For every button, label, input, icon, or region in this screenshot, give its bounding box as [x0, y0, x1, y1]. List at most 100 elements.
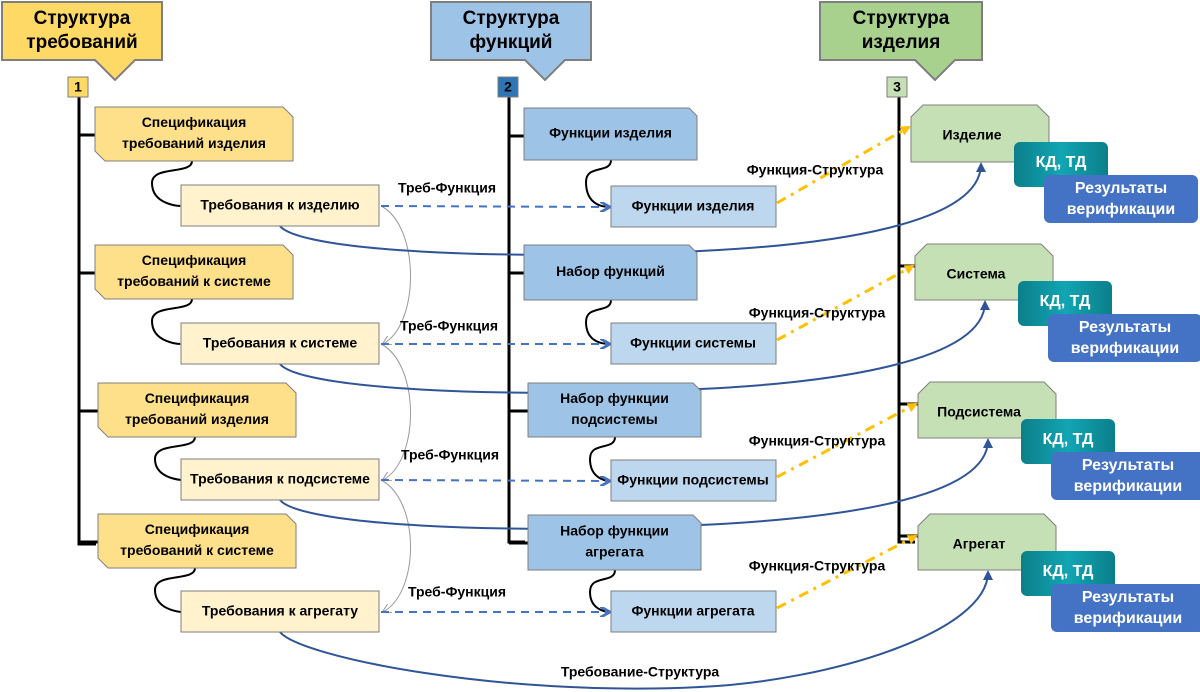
docs-badge-label: КД, ТД [1036, 154, 1087, 171]
func-struct-link [776, 264, 915, 342]
function-group-box[interactable] [523, 244, 698, 301]
req-struct-link [279, 162, 986, 256]
function-group-label: Функции изделия [549, 125, 672, 141]
requirements-spine [77, 97, 96, 546]
requirement-trace-arrow [380, 205, 411, 344]
requirement-box[interactable] [180, 322, 380, 365]
req-func-link-label: Треб-Функция [408, 584, 506, 600]
req-func-link-label: Треб-Функция [401, 447, 499, 463]
function-box[interactable] [610, 459, 777, 502]
function-group-box[interactable] [527, 514, 702, 571]
requirement-label: Требования к агрегату [202, 603, 358, 619]
requirement-spec-box[interactable] [97, 382, 297, 438]
verification-label: Результаты [1082, 457, 1174, 474]
requirement-trace-arrow [380, 343, 411, 480]
verification-badge[interactable] [1051, 584, 1200, 632]
function-group-label: Набор функции [560, 390, 669, 406]
column-badge-number: 3 [893, 79, 901, 95]
function-box[interactable] [610, 185, 777, 228]
function-group-label: агрегата [585, 544, 643, 560]
requirement-trace-arrow [380, 479, 411, 612]
verification-badge[interactable] [1048, 314, 1200, 362]
spec-to-requirement-connector [150, 160, 193, 207]
verification-badge[interactable] [1051, 452, 1200, 500]
function-group-label: Набор функций [556, 263, 665, 279]
req-func-link-label: Треб-Функция [398, 180, 496, 196]
verification-label: верификации [1071, 340, 1179, 357]
function-label: Функции агрегата [631, 603, 754, 619]
spec-to-requirement-connector [150, 298, 193, 345]
column-badge-number: 2 [504, 79, 512, 95]
group-to-function-connector [584, 159, 611, 207]
requirement-label: Требования к изделию [200, 197, 359, 213]
requirement-spec-label: требований к системе [120, 542, 274, 558]
func-struct-link-label: Функция-Структура [749, 305, 886, 321]
verification-label: верификации [1074, 610, 1182, 627]
requirement-box[interactable] [180, 458, 380, 501]
requirement-spec-label: Спецификация [145, 390, 250, 406]
function-group-box[interactable] [527, 382, 702, 438]
function-group-label: Набор функции [560, 523, 669, 539]
verification-label: Результаты [1075, 180, 1167, 197]
docs-badge-label: КД, ТД [1040, 293, 1091, 310]
func-struct-link-label: Функция-Структура [747, 162, 884, 178]
column-badge-3[interactable] [886, 76, 908, 98]
header-callout-3 [819, 1, 983, 82]
function-label: Функции системы [630, 335, 756, 351]
column-badge-1[interactable] [67, 76, 89, 98]
header-callout-1 [1, 1, 163, 82]
spec-to-requirement-connector [153, 436, 196, 481]
req-struct-link-label: Требование-Структура [561, 664, 720, 680]
function-box[interactable] [610, 322, 777, 365]
docs-badge-label: КД, ТД [1043, 431, 1094, 448]
function-group-box[interactable] [523, 107, 698, 161]
header-title: Структура [34, 8, 131, 29]
req-func-link-label: Треб-Функция [400, 318, 498, 334]
docs-badge-label: КД, ТД [1043, 563, 1094, 580]
req-func-link [380, 206, 608, 207]
verification-label: верификации [1074, 478, 1182, 495]
func-struct-link-label: Функция-Структура [749, 433, 886, 449]
header-callout-2 [430, 1, 592, 82]
func-struct-link-label: Функция-Структура [749, 558, 886, 574]
function-group-label: подсистемы [571, 411, 657, 427]
function-box[interactable] [610, 590, 777, 633]
column-badge-number: 1 [74, 79, 82, 95]
structure-label: Подсистема [937, 404, 1021, 420]
requirement-spec-box[interactable] [94, 106, 294, 162]
header-title: функций [470, 32, 553, 53]
requirement-label: Требования к системе [203, 335, 358, 351]
header-title: Структура [853, 8, 950, 29]
header-title: требований [26, 32, 137, 53]
requirement-box[interactable] [180, 184, 380, 227]
function-label: Функции изделия [632, 198, 755, 214]
requirement-spec-label: Спецификация [145, 521, 250, 537]
req-func-link [380, 480, 608, 481]
func-struct-link [776, 402, 918, 479]
function-label: Функции подсистемы [617, 472, 768, 488]
verification-label: Результаты [1079, 319, 1171, 336]
verification-badge[interactable] [1044, 175, 1198, 223]
requirement-box[interactable] [180, 590, 380, 633]
verification-label: Результаты [1082, 589, 1174, 606]
requirement-label: Требования к подсистеме [190, 471, 370, 487]
requirement-spec-label: требований изделия [122, 135, 266, 151]
group-to-function-connector [584, 299, 611, 344]
requirement-spec-label: требований к системе [117, 273, 271, 289]
requirement-spec-box[interactable] [94, 244, 294, 300]
requirement-spec-box[interactable] [97, 513, 297, 569]
requirement-spec-label: требований изделия [125, 411, 269, 427]
func-struct-link [776, 534, 918, 610]
structure-label: Изделие [943, 127, 1002, 143]
req-struct-link [279, 570, 993, 690]
header-title: изделия [862, 32, 941, 53]
column-badge-2[interactable] [497, 76, 519, 98]
header-title: Структура [463, 8, 560, 29]
structure-label: Система [947, 266, 1006, 282]
func-struct-link [776, 125, 911, 205]
requirement-spec-label: Спецификация [142, 252, 247, 268]
requirement-spec-label: Спецификация [142, 114, 247, 130]
structure-label: Агрегат [953, 536, 1006, 552]
verification-label: верификации [1067, 201, 1175, 218]
